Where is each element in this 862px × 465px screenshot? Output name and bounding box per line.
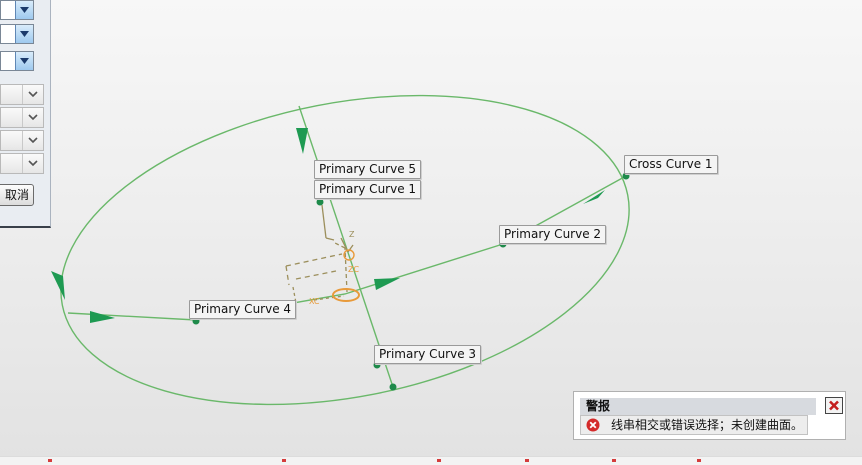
error-circle-icon xyxy=(586,418,600,432)
warning-title-bar: 警报 xyxy=(580,398,816,415)
warning-popup: 警报 线串相交或错误选择；未创建曲面。 xyxy=(573,391,846,440)
axis-label-zc: ZC xyxy=(348,265,359,274)
curve-point-cross[interactable] xyxy=(622,172,630,180)
chevron-down-icon[interactable] xyxy=(22,131,43,150)
direction-arrow-top xyxy=(296,128,308,154)
primary-curve-vertical[interactable] xyxy=(298,105,394,388)
expand-row-1[interactable] xyxy=(0,84,44,105)
chevron-down-icon[interactable] xyxy=(15,1,33,19)
direction-arrow-cross xyxy=(583,190,605,204)
label-primary-curve-5[interactable]: Primary Curve 5 xyxy=(314,160,422,179)
direction-arrow-bottom-left xyxy=(90,311,115,323)
curve-point-top[interactable] xyxy=(316,198,324,206)
chevron-down-icon[interactable] xyxy=(22,85,43,104)
close-x-icon xyxy=(829,400,839,411)
strip-mark xyxy=(48,459,52,462)
axis-label-xc: XC xyxy=(309,297,320,306)
strip-mark xyxy=(697,459,701,462)
dropdown-2[interactable] xyxy=(0,24,34,44)
expand-row-2[interactable] xyxy=(0,107,44,128)
cross-curve-ellipse[interactable] xyxy=(34,51,656,450)
label-primary-curve-3[interactable]: Primary Curve 3 xyxy=(374,345,482,364)
left-dialog-panel: 取消 xyxy=(0,0,51,228)
direction-arrow-left xyxy=(51,271,65,300)
csys-origin-ring xyxy=(332,288,360,302)
dropdown-1[interactable] xyxy=(0,0,34,20)
close-warning-button[interactable] xyxy=(825,397,843,414)
csys-origin-ring-small xyxy=(343,249,355,261)
chevron-down-icon[interactable] xyxy=(22,154,43,173)
label-cross-curve-1[interactable]: Cross Curve 1 xyxy=(624,155,718,174)
strip-mark xyxy=(612,459,616,462)
primary-curve-horizontal[interactable] xyxy=(67,175,627,321)
curve-point-left[interactable] xyxy=(192,317,200,325)
csys-triad xyxy=(285,204,354,304)
warning-message: 线串相交或错误选择；未创建曲面。 xyxy=(611,418,804,432)
bottom-toolbar-strip xyxy=(0,456,862,465)
strip-mark xyxy=(282,459,286,462)
warning-title: 警报 xyxy=(586,399,611,413)
strip-mark xyxy=(525,459,529,462)
expand-row-4[interactable] xyxy=(0,153,44,174)
label-primary-curve-2[interactable]: Primary Curve 2 xyxy=(499,225,607,244)
strip-mark xyxy=(437,459,441,462)
label-primary-curve-4[interactable]: Primary Curve 4 xyxy=(189,300,297,319)
chevron-down-icon[interactable] xyxy=(22,108,43,127)
warning-message-row: 线串相交或错误选择；未创建曲面。 xyxy=(580,415,808,435)
label-primary-curve-1[interactable]: Primary Curve 1 xyxy=(314,180,422,199)
direction-arrow-center xyxy=(374,278,400,290)
chevron-down-icon[interactable] xyxy=(15,52,33,70)
chevron-down-icon[interactable] xyxy=(15,25,33,43)
expand-row-3[interactable] xyxy=(0,130,44,151)
dropdown-3[interactable] xyxy=(0,51,34,71)
curve-point-bottom[interactable] xyxy=(389,383,397,391)
axis-label-z: Z xyxy=(349,230,355,239)
cancel-button[interactable]: 取消 xyxy=(0,184,34,206)
